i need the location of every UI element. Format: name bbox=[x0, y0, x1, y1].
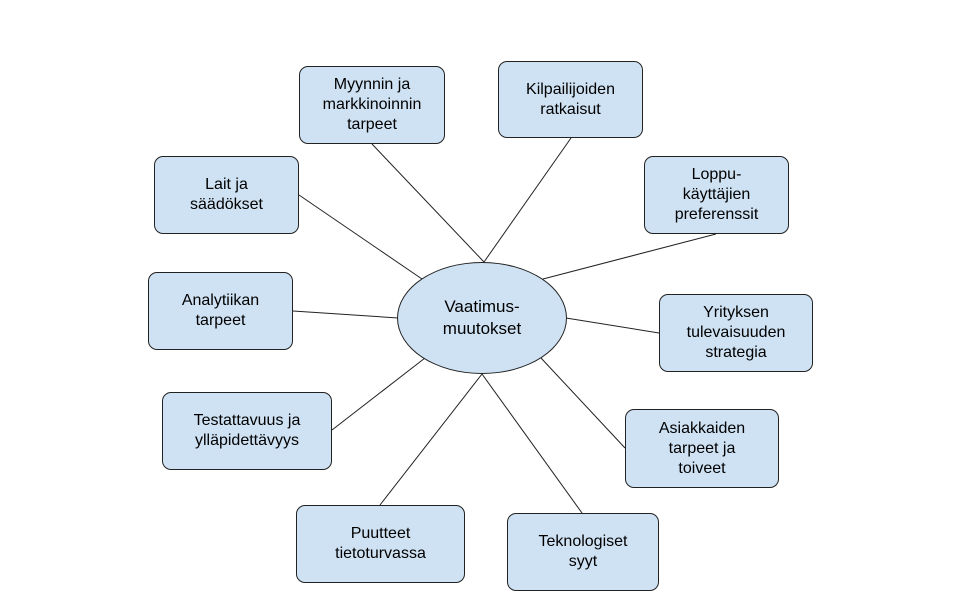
node-kilpailijoiden-ratkaisut: Kilpailijoiden ratkaisut bbox=[498, 61, 643, 138]
connector-line bbox=[483, 137, 572, 263]
node-label: Yrityksen tulevaisuuden strategia bbox=[686, 304, 786, 361]
node-asiakkaiden-tarpeet: Asiakkaiden tarpeet ja toiveet bbox=[625, 409, 779, 488]
node-label: Lait ja säädökset bbox=[190, 176, 263, 213]
connector-line bbox=[481, 373, 583, 514]
node-label: Puutteet tietoturvassa bbox=[335, 525, 426, 562]
node-myynnin-tarpeet: Myynnin ja markkinoinnin tarpeet bbox=[299, 66, 445, 144]
node-analytiikan-tarpeet: Analytiikan tarpeet bbox=[148, 272, 293, 350]
connector-line bbox=[298, 194, 423, 280]
connector-line bbox=[292, 310, 399, 319]
connector-line bbox=[565, 317, 660, 334]
connector-line bbox=[331, 357, 426, 431]
node-puutteet-tietoturvassa: Puutteet tietoturvassa bbox=[296, 505, 465, 583]
node-yrityksen-strategia: Yrityksen tulevaisuuden strategia bbox=[659, 294, 813, 372]
connector-line bbox=[542, 233, 717, 280]
node-label: Testattavuus ja ylläpidettävyys bbox=[193, 412, 301, 449]
node-label: Kilpailijoiden ratkaisut bbox=[526, 80, 615, 118]
node-label: Loppu- käyttäjien preferenssit bbox=[674, 166, 759, 223]
connector-line bbox=[371, 143, 485, 263]
node-label: Teknologiset syyt bbox=[538, 533, 628, 570]
connector-line bbox=[540, 357, 626, 449]
node-label: Myynnin ja markkinoinnin tarpeet bbox=[322, 76, 422, 133]
central-node: Vaatimus- muutokset bbox=[397, 262, 567, 374]
node-label: Asiakkaiden tarpeet ja toiveet bbox=[658, 419, 746, 477]
node-loppukayttajien-preferenssit: Loppu- käyttäjien preferenssit bbox=[644, 156, 789, 234]
central-node-label: Vaatimus- muutokset bbox=[442, 297, 522, 338]
node-teknologiset-syyt: Teknologiset syyt bbox=[507, 513, 659, 591]
node-lait-ja-saadokset: Lait ja säädökset bbox=[154, 156, 299, 234]
connector-line bbox=[379, 373, 483, 506]
node-label: Analytiikan tarpeet bbox=[181, 292, 260, 329]
node-testattavuus: Testattavuus ja ylläpidettävyys bbox=[162, 392, 332, 470]
